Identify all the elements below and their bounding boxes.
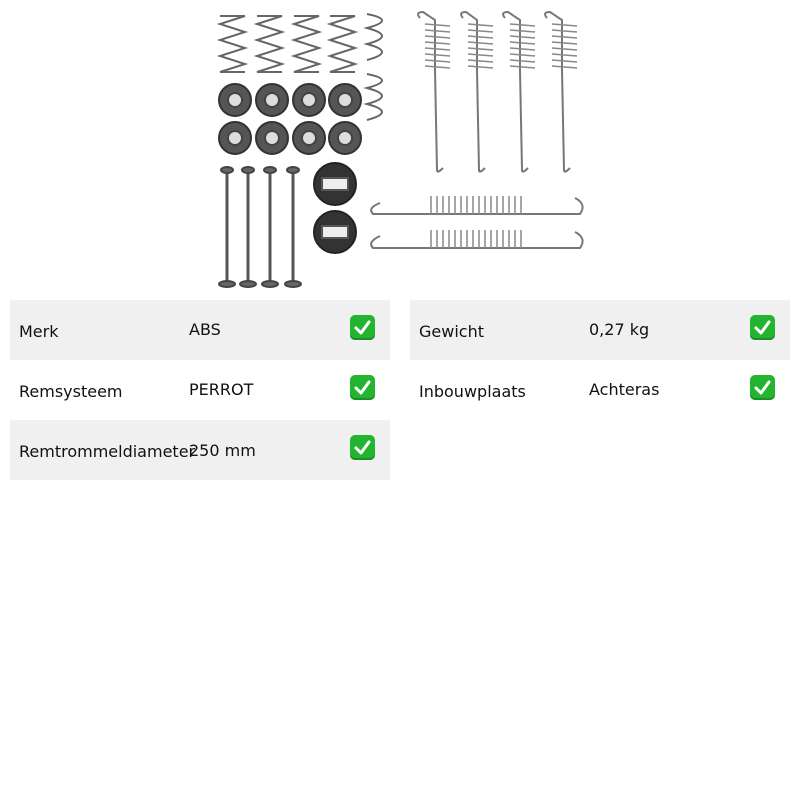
spec-row-inbouwplaats: Inbouwplaats Achteras [410, 360, 790, 420]
check-mark-button-icon [750, 375, 775, 400]
check-mark-button-icon [350, 315, 375, 340]
spec-label: Gewicht [419, 322, 484, 341]
spec-row-remtrommeldiameter: Remtrommeldiameter 250 mm [10, 420, 390, 480]
spec-label: Inbouwplaats [419, 382, 526, 401]
spec-value: PERROT [189, 380, 254, 399]
spec-label: Remsysteem [19, 382, 123, 401]
product-image [216, 10, 584, 288]
spec-value: Achteras [589, 380, 660, 399]
spec-value: ABS [189, 320, 221, 339]
check-mark-button-icon [350, 435, 375, 460]
spec-row-merk: Merk ABS [10, 300, 390, 360]
spec-table-left: Merk ABS Remsysteem PERROT Remtrommeldia… [10, 300, 390, 480]
spec-label: Merk [19, 322, 59, 341]
spec-row-gewicht: Gewicht 0,27 kg [410, 300, 790, 360]
spec-row-remsysteem: Remsysteem PERROT [10, 360, 390, 420]
compression-spring-icon [216, 15, 359, 73]
check-mark-button-icon [350, 375, 375, 400]
check-mark-button-icon [750, 315, 775, 340]
spec-label: Remtrommeldiameter [19, 442, 196, 461]
spec-table-right: Gewicht 0,27 kg Inbouwplaats Achteras [410, 300, 790, 420]
spec-value: 250 mm [189, 441, 256, 460]
spec-value: 0,27 kg [589, 320, 650, 339]
